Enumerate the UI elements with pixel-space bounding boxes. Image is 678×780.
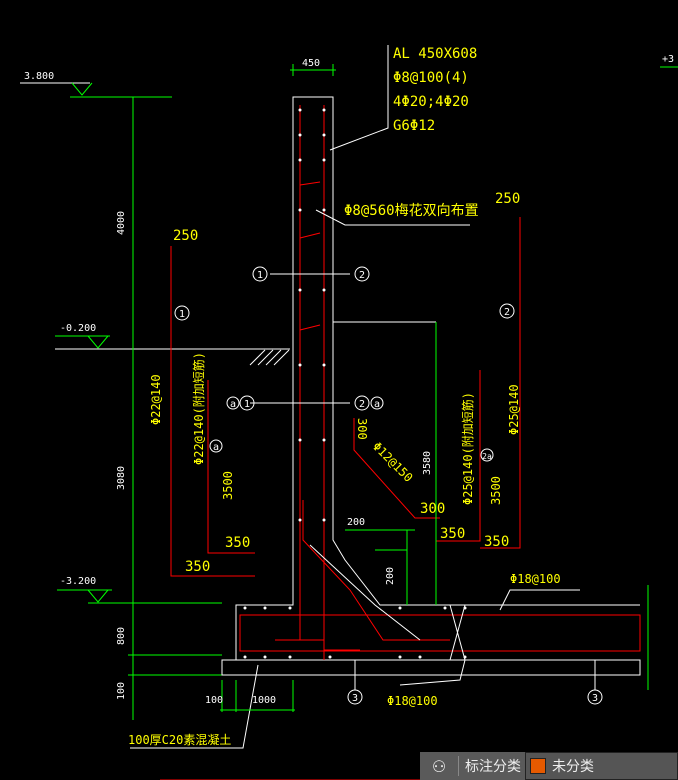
right-extra-bar: Φ25@140(附加短筋) bbox=[460, 392, 475, 505]
status-bar: ⚇ 标注分类 未分类 bbox=[420, 752, 678, 780]
soil-hatch bbox=[249, 349, 290, 366]
leader-lines bbox=[130, 45, 596, 749]
left-main-bar: Φ22@140 bbox=[149, 374, 163, 425]
haunch-bottom: 300 bbox=[420, 501, 445, 517]
right-main-bar: Φ25@140 bbox=[507, 384, 521, 435]
category-selector[interactable]: 未分类 bbox=[525, 752, 678, 780]
footing-top-bar: Φ18@100 bbox=[510, 572, 561, 586]
marker-2: 2 bbox=[359, 399, 365, 410]
beam-name: AL 450X608 bbox=[393, 46, 477, 62]
haunch-top: 300 bbox=[355, 418, 369, 440]
dim-3580: 3580 bbox=[422, 451, 433, 475]
right-hook-top: 250 bbox=[495, 191, 520, 207]
marker-2: 2 bbox=[504, 307, 510, 318]
marker-1: 1 bbox=[257, 270, 263, 281]
level-mark-bottom bbox=[57, 589, 222, 604]
footing-bottom-bar: Φ18@100 bbox=[387, 694, 438, 708]
marker-a: a bbox=[213, 442, 219, 453]
dim-3080: 3080 bbox=[116, 466, 127, 490]
tie-note: Φ8@560梅花双向布置 bbox=[344, 203, 479, 219]
right-extra-len: 3500 bbox=[489, 476, 503, 505]
marker-1: 1 bbox=[244, 399, 250, 410]
left-main-hook: 350 bbox=[185, 559, 210, 575]
rebar-lines bbox=[170, 105, 641, 660]
annotation-category-label[interactable]: 标注分类 bbox=[465, 759, 521, 775]
category-value: 未分类 bbox=[552, 759, 594, 775]
left-hook-top: 250 bbox=[173, 228, 198, 244]
haunch-bar: Φ12@150 bbox=[370, 439, 416, 485]
marker-1: 1 bbox=[179, 309, 185, 320]
annotation-category-icon[interactable]: ⚇ bbox=[431, 756, 447, 776]
section-markers bbox=[174, 266, 603, 705]
beam-side-bars: G6Φ12 bbox=[393, 118, 435, 134]
dim-toe-offset: 100 bbox=[205, 695, 223, 706]
level-right: +3 bbox=[662, 54, 674, 65]
wall-width-dim bbox=[290, 64, 336, 76]
level-bottom: -3.200 bbox=[60, 576, 96, 587]
dim-4000: 4000 bbox=[116, 211, 127, 235]
dimension-line-left bbox=[128, 97, 222, 720]
level-top: 3.800 bbox=[24, 71, 54, 82]
dim-haunch-h: 200 bbox=[385, 567, 396, 585]
wall-width: 450 bbox=[302, 58, 320, 69]
left-hook-bottom: 350 bbox=[225, 535, 250, 551]
marker-3: 3 bbox=[352, 693, 358, 704]
divider bbox=[458, 756, 459, 776]
marker-a: a bbox=[374, 399, 380, 410]
dim-toe-width: 1000 bbox=[252, 695, 276, 706]
left-extra-len: 3500 bbox=[221, 471, 235, 500]
marker-a: a bbox=[230, 399, 236, 410]
wall-outline bbox=[221, 96, 641, 676]
marker-2: 2 bbox=[359, 270, 365, 281]
category-color-swatch bbox=[530, 758, 546, 774]
level-mark-mid bbox=[55, 335, 290, 350]
dimension-lines-right bbox=[220, 322, 649, 712]
right-hook-bottom: 350 bbox=[440, 526, 465, 542]
rebar-dots bbox=[243, 108, 467, 659]
dim-100: 100 bbox=[116, 682, 127, 700]
dim-800: 800 bbox=[116, 627, 127, 645]
marker-2a: 2a bbox=[482, 452, 492, 461]
marker-3: 3 bbox=[592, 693, 598, 704]
level-mark-top bbox=[20, 82, 172, 98]
dim-haunch-w: 200 bbox=[347, 517, 365, 528]
bedding-note: 100厚C20素混凝土 bbox=[128, 732, 231, 747]
beam-long-bars: 4Φ20;4Φ20 bbox=[393, 94, 469, 110]
level-mid: -0.200 bbox=[60, 323, 96, 334]
beam-stirrup: Φ8@100(4) bbox=[393, 70, 469, 86]
right-main-hook: 350 bbox=[484, 534, 509, 550]
left-extra-bar: Φ22@140(附加短筋) bbox=[191, 352, 206, 465]
